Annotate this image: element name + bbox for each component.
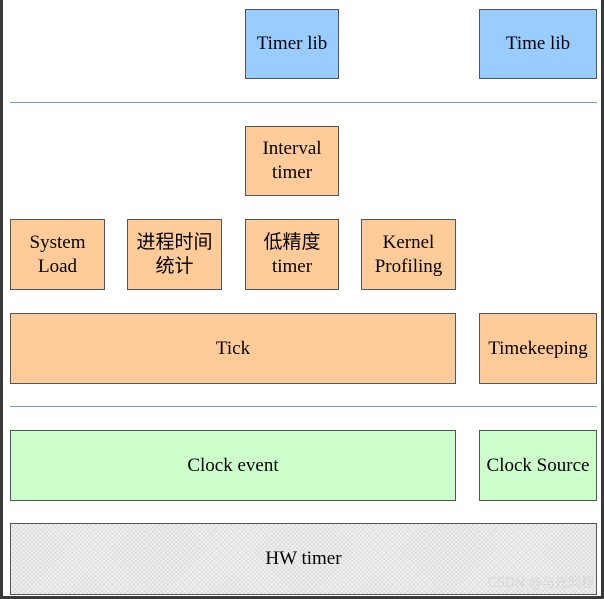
process-time-stats-box: 进程时间 统计 — [127, 219, 222, 290]
system-load-line1: System — [29, 231, 86, 253]
kernel-profiling-box: Kernel Profiling — [361, 219, 456, 290]
time-lib-label: Time lib — [505, 33, 571, 54]
kernel-profiling-line1: Kernel — [382, 231, 435, 253]
system-load-box: System Load — [10, 219, 105, 290]
clock-event-label: Clock event — [187, 454, 279, 476]
interval-timer-box: Interval timer — [245, 126, 339, 196]
hw-timer-box: HW timer — [10, 523, 597, 595]
low-res-timer-line2: timer — [271, 255, 313, 277]
clock-source-box: Clock Source — [479, 430, 597, 501]
process-time-stats-line1: 进程时间 — [136, 231, 213, 253]
separator-bottom — [10, 406, 597, 407]
clock-source-label: Clock Source — [486, 454, 590, 476]
low-res-timer-line1: 低精度 — [263, 231, 321, 253]
csdn-watermark: CSDN @与光同程 — [487, 576, 594, 591]
kernel-profiling-line2: Profiling — [374, 255, 443, 277]
process-time-stats-line2: 统计 — [155, 255, 194, 277]
separator-top — [10, 102, 597, 103]
timekeeping-label: Timekeeping — [488, 337, 588, 359]
clock-event-box: Clock event — [10, 430, 456, 501]
hw-timer-label: HW timer — [265, 548, 342, 569]
timer-lib-label: Timer lib — [256, 33, 328, 54]
timer-lib-box: Timer lib — [245, 9, 339, 79]
interval-timer-line1: Interval — [262, 138, 322, 159]
interval-timer-line2: timer — [271, 162, 313, 183]
system-load-line2: Load — [37, 255, 78, 277]
low-res-timer-box: 低精度 timer — [245, 219, 339, 290]
time-lib-box: Time lib — [479, 9, 597, 79]
timekeeping-box: Timekeeping — [479, 313, 597, 384]
tick-box: Tick — [10, 313, 456, 384]
tick-label: Tick — [215, 337, 251, 359]
